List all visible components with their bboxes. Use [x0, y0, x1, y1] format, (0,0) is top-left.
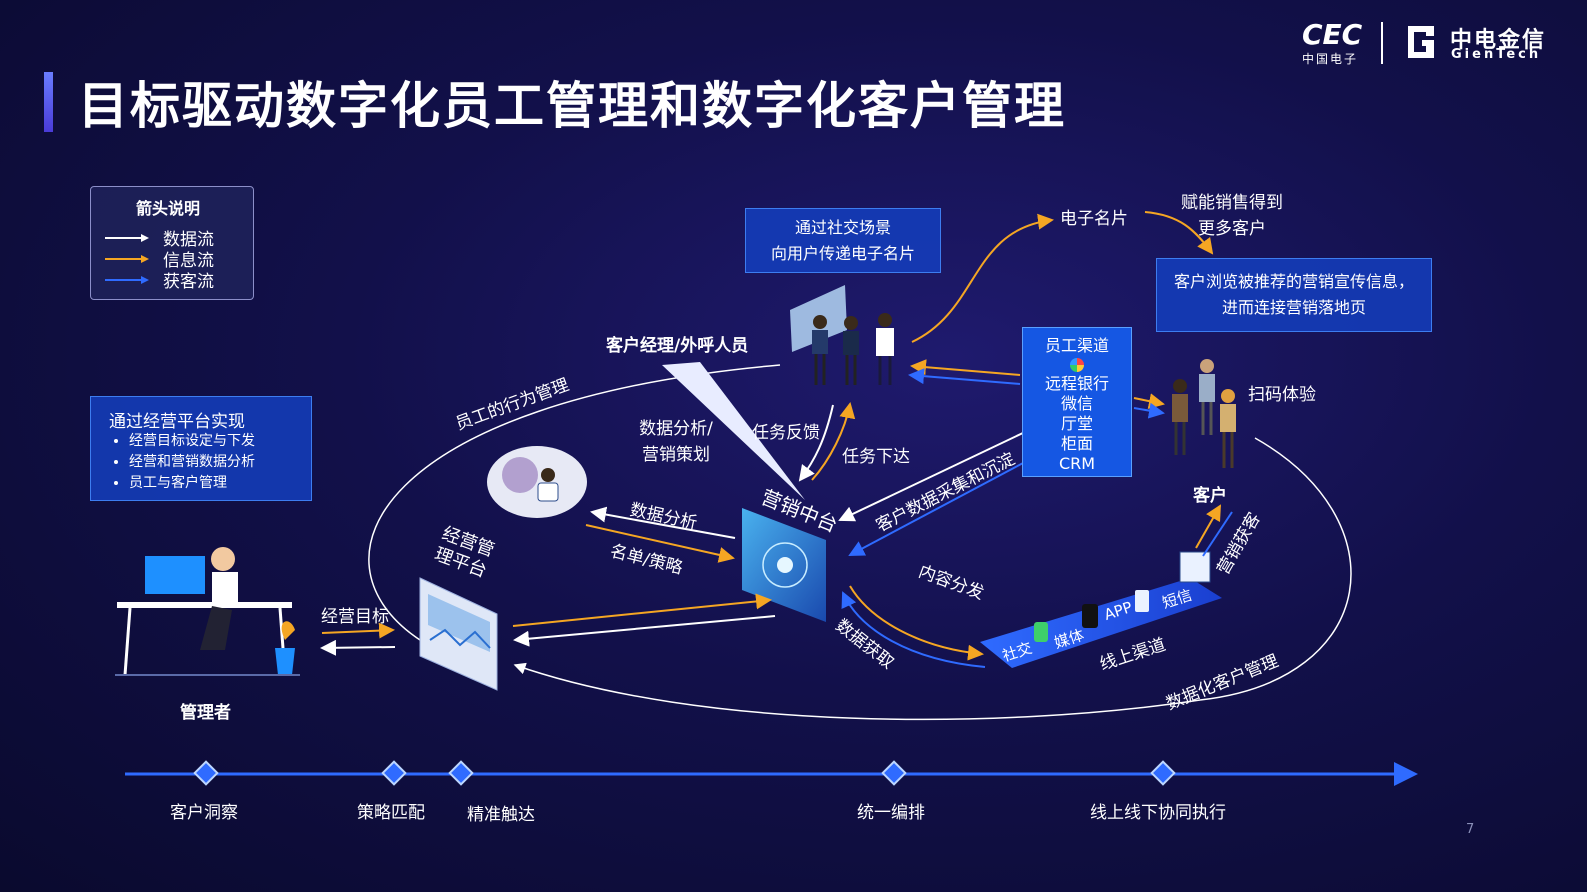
e-card-label: 电子名片 — [1060, 209, 1128, 229]
info-box-title: 通过经营平台实现 — [109, 412, 245, 432]
legend-label: 信息流 — [163, 251, 214, 271]
legend-label: 获客流 — [163, 272, 214, 292]
list-item: 经营和营销数据分析 — [129, 452, 255, 473]
list-item: 经营目标设定与下发 — [129, 431, 255, 452]
customer-label: 客户 — [1193, 486, 1227, 506]
timeline-label-orchestration: 统一编排 — [857, 803, 925, 823]
logo-divider — [1381, 22, 1383, 64]
legend-label: 数据流 — [163, 230, 214, 250]
blue-arrow-icon — [105, 275, 149, 284]
legend-item-data-flow: 数据流 — [105, 225, 214, 250]
task-feedback-label: 任务反馈 — [752, 423, 820, 443]
legend-item-info-flow: 信息流 — [105, 246, 214, 271]
manager-label: 管理者 — [180, 703, 231, 723]
timeline-label-strategy: 策略匹配 — [357, 803, 425, 823]
channel-item: 柜面 — [1060, 434, 1093, 453]
channel-title: 员工渠道 — [1044, 336, 1109, 355]
arrow-legend: 箭头说明 数据流 信息流 获客流 — [90, 186, 254, 300]
info-box-list: 经营目标设定与下发 经营和营销数据分析 员工与客户管理 — [109, 431, 255, 494]
page-title: 目标驱动数字化员工管理和数字化客户管理 — [78, 77, 1066, 135]
timeline-node-4 — [881, 760, 907, 786]
channel-item: 微信 — [1060, 394, 1093, 413]
timeline-node-5 — [1150, 760, 1176, 786]
channel-item: CRM — [1058, 454, 1096, 473]
analyst-avatar-icon — [487, 446, 587, 518]
data-analysis-strategy-label: 数据分析/营销策划 — [639, 419, 713, 465]
timeline-label-execution: 线上线下协同执行 — [1090, 803, 1226, 823]
timeline-label-reach: 精准触达 — [467, 805, 535, 825]
speech-pointer — [662, 362, 805, 500]
cec-logo: CEC — [1302, 18, 1363, 51]
orbit-right — [1199, 437, 1352, 701]
task-dispatch-label: 任务下达 — [842, 447, 910, 467]
gientech-logo: 中电金信 — [1450, 28, 1547, 53]
manager-desk-icon — [115, 547, 300, 676]
channel-item: 远程银行 — [1044, 374, 1109, 393]
customer-box-line: 客户浏览被推荐的营销宣传信息， — [1173, 272, 1414, 291]
page-number: 7 — [1466, 822, 1475, 837]
empower-sales-label: 赋能销售得到更多客户 — [1181, 193, 1283, 239]
account-manager-label: 客户经理/外呼人员 — [606, 336, 749, 356]
scan-experience-label: 扫码体验 — [1248, 385, 1316, 405]
account-manager-group-icon — [790, 285, 894, 385]
gientech-logo-subtitle: GienTech — [1451, 47, 1542, 62]
timeline-node-3 — [448, 760, 474, 786]
cec-logo-subtitle: 中国电子 — [1302, 52, 1359, 66]
legend-title: 箭头说明 — [136, 199, 201, 218]
timeline-label-insight: 客户洞察 — [170, 803, 238, 823]
business-platform-screen-icon — [419, 577, 498, 691]
customer-browse-box: 客户浏览被推荐的营销宣传信息， 进而连接营销落地页 — [1156, 258, 1432, 332]
gientech-logo-mark-icon — [1408, 26, 1434, 58]
white-arrow-icon — [105, 233, 149, 242]
platform-info-box: 通过经营平台实现 经营目标设定与下发 经营和营销数据分析 员工与客户管理 — [90, 396, 312, 501]
employee-channel-box: 员工渠道 远程银行 微信 厅堂 柜面 CRM — [1022, 327, 1132, 477]
chrome-icon — [1070, 358, 1084, 372]
online-channel-platform — [980, 551, 1222, 668]
customer-group-icon — [1172, 359, 1236, 468]
channel-item: 厅堂 — [1060, 414, 1093, 433]
timeline-node-1 — [193, 760, 219, 786]
orbit-bottom — [513, 662, 1201, 721]
title-accent-bar — [44, 72, 53, 132]
business-goal-label: 经营目标 — [321, 607, 389, 627]
social-scene-box: 通过社交场景 向用户传递电子名片 — [745, 208, 941, 273]
orbit-upper — [368, 364, 781, 641]
legend-item-acquire-flow: 获客流 — [105, 267, 214, 292]
list-item: 员工与客户管理 — [129, 473, 255, 494]
social-box-line: 向用户传递电子名片 — [770, 244, 915, 263]
timeline-node-2 — [381, 760, 407, 786]
orange-arrow-icon — [105, 254, 149, 263]
social-box-line: 通过社交场景 — [794, 218, 891, 237]
customer-box-line: 进而连接营销落地页 — [1221, 298, 1366, 317]
